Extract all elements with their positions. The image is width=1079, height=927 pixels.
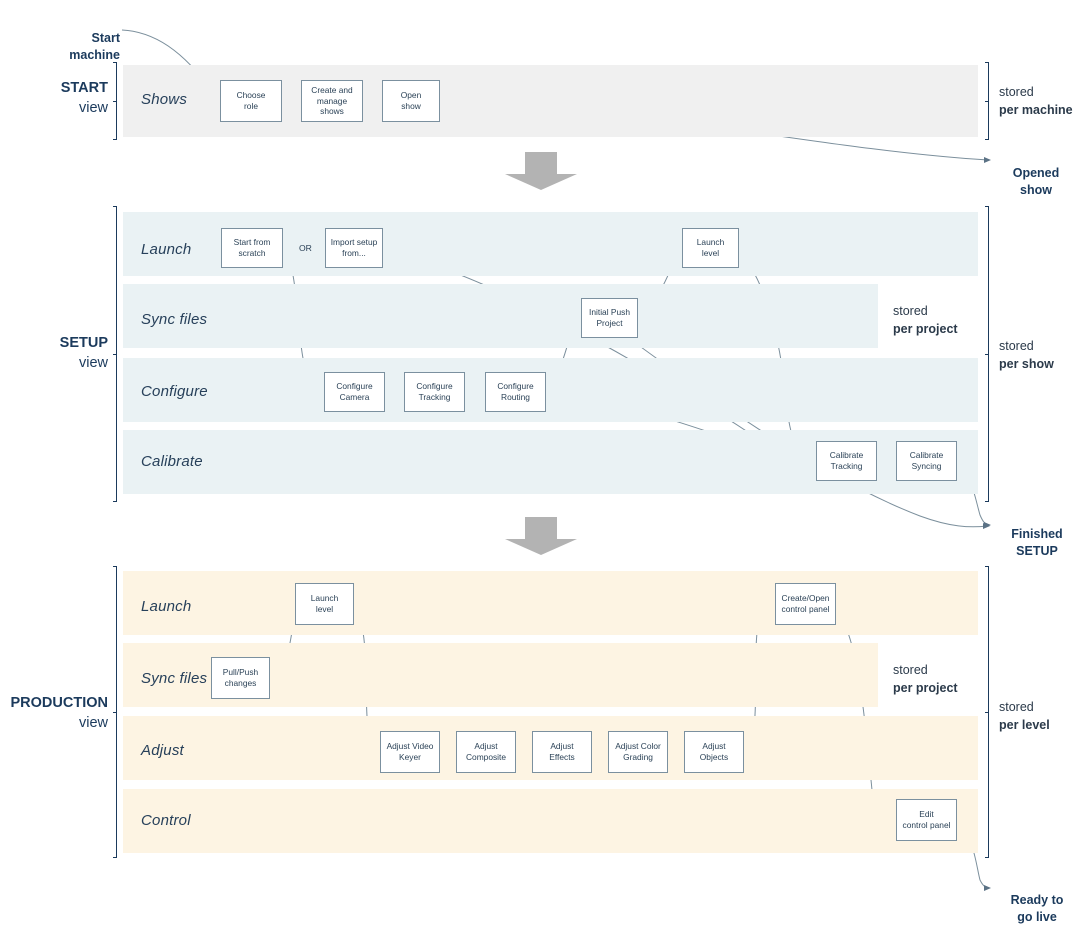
node-adjust-color-grading[interactable]: Adjust Color Grading (608, 731, 668, 773)
node-adjust-objects[interactable]: Adjust Objects (684, 731, 744, 773)
band-setup-sync-files (123, 284, 878, 348)
phase-label-production: PRODUCTION view (0, 694, 108, 733)
node-start-from-scratch[interactable]: Start from scratch (221, 228, 283, 268)
bracket-start (113, 62, 121, 140)
bracket-production (113, 566, 121, 858)
terminal-finished-setup: Finished SETUP (996, 508, 1078, 561)
node-initial-push-project[interactable]: Initial Push Project (581, 298, 638, 338)
note-line-1: stored (893, 304, 928, 318)
node-configure-tracking[interactable]: Configure Tracking (404, 372, 465, 412)
row-label-setup-launch: Launch (141, 241, 192, 258)
node-configure-routing[interactable]: Configure Routing (485, 372, 546, 412)
row-label-production-adjust: Adjust (141, 742, 184, 759)
band-production-control (123, 789, 978, 853)
note-line-2: per level (999, 718, 1050, 733)
band-production-launch (123, 571, 978, 635)
note-line-1: stored (893, 663, 928, 677)
terminal-start-machine-label: Start machine (69, 30, 120, 63)
node-create-and-manage-shows[interactable]: Create and manage shows (301, 80, 363, 122)
bracket-setup (113, 206, 121, 502)
phase-label-setup: SETUP view (0, 334, 108, 373)
node-import-setup-from[interactable]: Import setup from... (325, 228, 383, 268)
note-setup-stored-per-project: stored per project (893, 302, 958, 338)
phase-subtitle-setup: view (78, 354, 108, 371)
node-calibrate-syncing[interactable]: Calibrate Syncing (896, 441, 957, 481)
node-adjust-effects[interactable]: Adjust Effects (532, 731, 592, 773)
chevron-down-icon-1 (505, 152, 577, 190)
note-line-2: per machine (999, 103, 1073, 118)
node-choose-role[interactable]: Choose role (220, 80, 282, 122)
node-adjust-composite[interactable]: Adjust Composite (456, 731, 516, 773)
note-line-2: per project (893, 322, 958, 337)
note-line-1: stored (999, 700, 1034, 714)
terminal-opened-show: Opened show (996, 147, 1076, 200)
phase-title-start: START (60, 80, 108, 96)
note-line-1: stored (999, 85, 1034, 99)
terminal-start-machine: Start machine (30, 12, 120, 65)
row-label-setup-configure: Configure (141, 383, 208, 400)
row-label-setup-sync-files: Sync files (141, 311, 208, 328)
bracket-start-right (985, 62, 993, 140)
row-label-shows: Shows (141, 91, 188, 108)
row-label-setup-calibrate: Calibrate (141, 453, 203, 470)
band-setup-configure (123, 358, 978, 422)
row-label-production-control: Control (141, 812, 191, 829)
row-label-production-sync-files: Sync files (141, 670, 208, 687)
note-production-stored-per-level: stored per level (999, 698, 1050, 734)
phase-subtitle-start: view (78, 99, 108, 116)
bracket-production-right (985, 566, 993, 858)
node-production-launch-level[interactable]: Launch level (295, 583, 354, 625)
terminal-opened-show-label: Opened show (1012, 165, 1060, 198)
phase-subtitle-production: view (78, 714, 108, 731)
row-label-production-launch: Launch (141, 598, 192, 615)
node-configure-camera[interactable]: Configure Camera (324, 372, 385, 412)
terminal-ready-to-go-live: Ready to go live (996, 874, 1078, 927)
phase-title-production: PRODUCTION (10, 695, 108, 711)
note-line-2: per show (999, 357, 1054, 372)
bracket-setup-right (985, 206, 993, 502)
node-pull-push-changes[interactable]: Pull/Push changes (211, 657, 270, 699)
note-stored-per-machine: stored per machine (999, 83, 1073, 119)
note-line-2: per project (893, 681, 958, 696)
chevron-down-icon-2 (505, 517, 577, 555)
phase-label-start: START view (0, 79, 108, 118)
phase-title-setup: SETUP (59, 335, 108, 351)
node-adjust-video-keyer[interactable]: Adjust Video Keyer (380, 731, 440, 773)
node-setup-launch-level[interactable]: Launch level (682, 228, 739, 268)
terminal-finished-setup-label: Finished SETUP (1011, 526, 1063, 559)
node-create-open-control-panel[interactable]: Create/Open control panel (775, 583, 836, 625)
node-open-show[interactable]: Open show (382, 80, 440, 122)
or-label: OR (299, 243, 312, 253)
node-edit-control-panel[interactable]: Edit control panel (896, 799, 957, 841)
note-line-1: stored (999, 339, 1034, 353)
note-setup-stored-per-show: stored per show (999, 337, 1054, 373)
node-calibrate-tracking[interactable]: Calibrate Tracking (816, 441, 877, 481)
note-production-stored-per-project: stored per project (893, 661, 958, 697)
terminal-ready-to-go-live-label: Ready to go live (1010, 892, 1064, 925)
